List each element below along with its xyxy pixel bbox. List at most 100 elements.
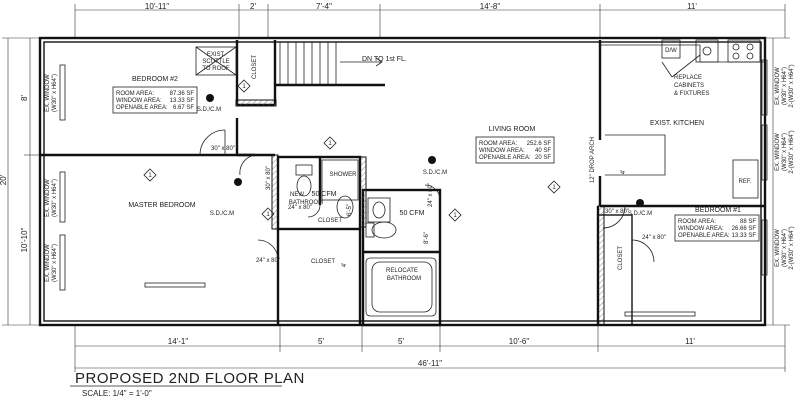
- bedroom1-name: BEDROOM #1: [695, 207, 741, 214]
- win-right-c-line-2: (W30" x H64"): [782, 229, 788, 267]
- bedroom1-room-area: 88 SF: [740, 219, 756, 225]
- win-left-b-line-2: (W30" x H64"): [52, 179, 58, 217]
- sdcm-master: S.D./C.M: [210, 211, 234, 217]
- sdcm-bedroom2: S.D./C.M: [197, 107, 221, 113]
- new-bath-line-1: NEW: [290, 192, 304, 198]
- bedroom1-area-box: [674, 214, 760, 242]
- cfm-new-bath: 50 CFM: [312, 191, 337, 198]
- bedroom2-name: BEDROOM #2: [132, 76, 178, 83]
- dimension-lines: [2, 4, 790, 372]
- win-right-b-line-2: (W30" x H64"): [782, 133, 788, 171]
- dim-top-4: 14'-8": [480, 2, 501, 11]
- door-24x80-bedroom1-closet: 24" x 80": [642, 235, 666, 241]
- closet-hall: CLOSET: [318, 218, 342, 224]
- scuttle-line-1: EXIST.: [207, 52, 226, 58]
- dishwasher-label: D/W: [665, 48, 677, 54]
- dim-left-1: 8': [20, 95, 29, 101]
- bedroom1-window-area: 26.66 SF: [732, 226, 757, 232]
- drawing-title: PROPOSED 2ND FLOOR PLAN: [75, 370, 305, 387]
- sdcm-living: S.D./C.M: [423, 170, 447, 176]
- door-24x80-newbath: 24" x 80": [288, 205, 312, 211]
- interior-walls: [40, 40, 765, 327]
- scuttle-line-3: TO ROOF: [202, 66, 230, 72]
- dim-6-5: 6'-5": [347, 204, 353, 216]
- keynote-1: 1: [242, 84, 246, 90]
- closet-bedroom2: CLOSET: [252, 55, 258, 79]
- fixtures: [144, 39, 765, 317]
- dim-8-6: 8'-6": [424, 232, 430, 244]
- win-left-a-line-2: (W30" x H64"): [52, 74, 58, 112]
- replace-line-3: & FIXTURES: [674, 91, 709, 97]
- stair-treads: [279, 42, 383, 85]
- hatched-walls: [235, 99, 605, 326]
- stair-label: DN TO 1st FL.: [362, 56, 407, 63]
- door-30x80-bedroom1: 30" x 80": [605, 209, 629, 215]
- sdcm-bedroom1: S.D./C.M: [628, 211, 652, 217]
- win-right-c-line-1: EX. WINDOW: [775, 229, 781, 267]
- drop-arch-label: 12" DROP ARCH: [590, 137, 596, 183]
- living-area-box: [475, 136, 555, 164]
- bedroom1-room-area-label: ROOM AREA:: [678, 219, 716, 225]
- dim-top-3: 7'-4": [316, 2, 332, 11]
- living-room-area: 252.6 SF: [527, 141, 552, 147]
- win-left-b-line-1: EX. WINDOW: [45, 179, 51, 217]
- keynote-6: 1: [552, 185, 556, 191]
- shower-label: SHOWER: [330, 172, 358, 178]
- new-bath-line-2: BATHROOM: [289, 200, 323, 206]
- dim-top-2: 2': [250, 2, 256, 11]
- bedroom1-openable-label: OPENABLE AREA:: [678, 233, 730, 239]
- dim-top-5: 11': [687, 2, 697, 11]
- living-name: LIVING ROOM: [489, 126, 536, 133]
- dim-total: 46'-11": [418, 359, 442, 368]
- dim-bottom-4: 10'-6": [509, 337, 530, 346]
- door-30x80-bedroom2: 30" x 80": [211, 146, 235, 152]
- living-room-area-label: ROOM AREA:: [479, 141, 517, 147]
- keynote-4: 1: [266, 212, 270, 218]
- door-24x80-relocated-bath: 24" x 80": [428, 183, 434, 207]
- keynote-5: 1: [453, 213, 457, 219]
- door-swings: [199, 129, 655, 263]
- dim-left-2: 10'-10": [20, 227, 29, 252]
- closet-master: CLOSET: [311, 259, 335, 265]
- living-openable-area: 20 SF: [535, 155, 551, 161]
- bedroom2-openable-label: OPENABLE AREA:: [116, 105, 168, 111]
- win-right-b-line-1: EX. WINDOW: [775, 133, 781, 171]
- bedroom1-openable-area: 13.33 SF: [732, 233, 757, 239]
- living-window-area-label: WINDOW AREA:: [479, 148, 525, 154]
- master-bedroom-name: MASTER BEDROOM: [128, 202, 195, 209]
- dim-bottom-1: 14'-1": [168, 337, 189, 346]
- dim-top-1: 10'-11": [145, 2, 169, 11]
- bedroom2-openable-area: 6.67 SF: [173, 105, 194, 111]
- dim-bottom-2: 5': [318, 337, 324, 346]
- dim-bottom-3: 5': [398, 337, 404, 346]
- bedroom2-window-area-label: WINDOW AREA:: [116, 98, 162, 104]
- bedroom2-room-area-label: ROOM AREA:: [116, 91, 154, 97]
- closet-bedroom1: CLOSET: [618, 246, 624, 270]
- win-right-a-line-1: EX. WINDOW: [775, 67, 781, 105]
- dim-bottom-5: 11': [685, 337, 695, 346]
- dim-4-closet: 4': [342, 263, 348, 267]
- drawing-scale: SCALE: 1/4" = 1'-0": [82, 389, 152, 398]
- replace-line-1: REPLACE: [674, 75, 702, 81]
- scuttle-line-2: SCUTTLE: [202, 59, 229, 65]
- dim-left-total: 20': [0, 174, 8, 185]
- replace-line-2: CABINETS: [674, 83, 704, 89]
- keynote-2: 1: [148, 173, 152, 179]
- cfm-relocated-bath: 50 CFM: [400, 210, 425, 217]
- smoke-detectors: [206, 94, 644, 207]
- win-left-c-line-2: (W30" x H64"): [52, 244, 58, 282]
- reloc-bath-line-2: BATHROOM: [387, 276, 421, 282]
- win-right-c-line-3: 2-(W30" x H64"): [789, 226, 795, 269]
- door-24x80-master-closet: 24" x 80": [256, 258, 280, 264]
- refrigerator-label: REF.: [738, 179, 751, 185]
- reloc-bath-line-1: RELOCATE: [386, 268, 418, 274]
- bedroom1-window-area-label: WINDOW AREA:: [678, 226, 724, 232]
- dim-4-kitchen: 4': [621, 170, 627, 174]
- window-marks: [59, 59, 768, 291]
- win-left-c-line-1: EX. WINDOW: [45, 244, 51, 282]
- win-right-a-line-3: 2-(W30" x H64"): [789, 64, 795, 107]
- door-30x80-master: 30" x 80": [266, 166, 272, 190]
- kitchen-name: EXIST. KITCHEN: [650, 120, 704, 127]
- bedroom2-room-area: 87.36 SF: [170, 91, 195, 97]
